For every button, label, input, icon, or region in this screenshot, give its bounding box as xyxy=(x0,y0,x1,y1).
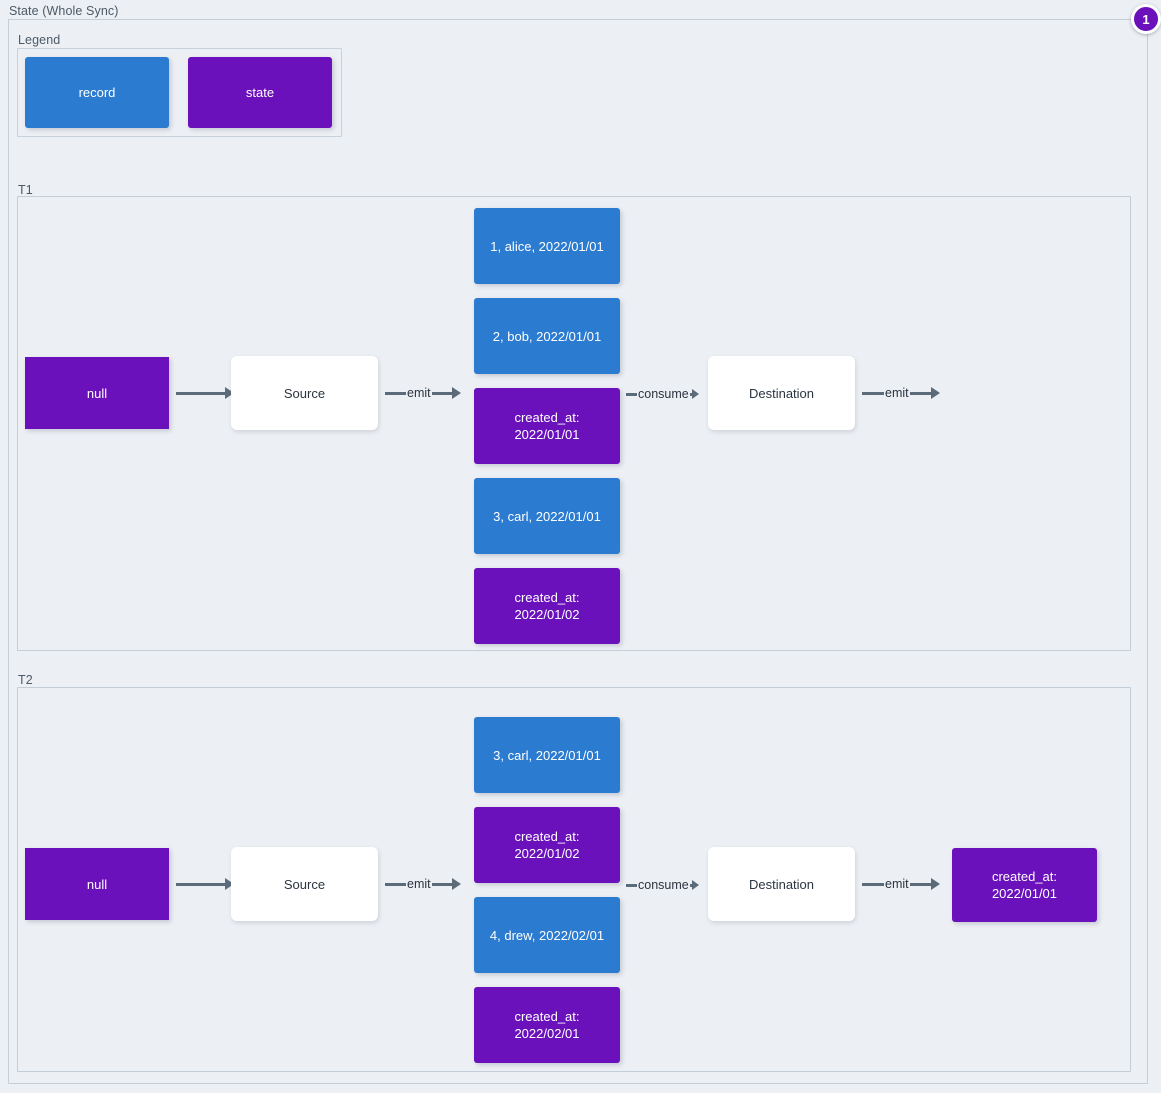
legend-frame xyxy=(17,48,342,137)
t1-start-state: null xyxy=(25,357,169,429)
page-title: State (Whole Sync) xyxy=(9,4,119,18)
t1-arrow-emit-destination: emit xyxy=(862,385,940,401)
t1-stream-item-2: created_at: 2022/01/01 xyxy=(474,388,620,464)
t2-consume-label: consume xyxy=(638,878,689,892)
t2-arrow-consume: consume xyxy=(626,877,699,893)
legend-title: Legend xyxy=(18,33,61,47)
outer-frame xyxy=(8,19,1148,1084)
t2-source: Source xyxy=(231,847,378,921)
t1-arrow-consume: consume xyxy=(626,386,699,402)
t2-stream-item-1: created_at: 2022/01/02 xyxy=(474,807,620,883)
t1-emit-label-2: emit xyxy=(885,386,909,400)
legend-swatch-state: state xyxy=(188,57,332,128)
group-label-t1: T1 xyxy=(18,183,33,197)
t2-emit-label-2: emit xyxy=(885,877,909,891)
t2-destination: Destination xyxy=(708,847,855,921)
t2-start-state: null xyxy=(25,848,169,920)
t2-end-state: created_at: 2022/01/01 xyxy=(952,848,1097,922)
t1-stream-item-1: 2, bob, 2022/01/01 xyxy=(474,298,620,374)
t2-emit-label-1: emit xyxy=(407,877,431,891)
t2-stream-item-3: created_at: 2022/02/01 xyxy=(474,987,620,1063)
legend-swatch-record: record xyxy=(25,57,169,128)
t1-stream-item-4: created_at: 2022/01/02 xyxy=(474,568,620,644)
t1-stream-item-3: 3, carl, 2022/01/01 xyxy=(474,478,620,554)
group-label-t2: T2 xyxy=(18,673,33,687)
t1-arrow-emit-source: emit xyxy=(385,385,461,401)
t1-arrow-state-to-source xyxy=(176,385,234,401)
status-badge[interactable]: 1 xyxy=(1131,4,1161,34)
t2-arrow-state-to-source xyxy=(176,876,234,892)
t1-emit-label-1: emit xyxy=(407,386,431,400)
t1-destination: Destination xyxy=(708,356,855,430)
t1-consume-label: consume xyxy=(638,387,689,401)
t2-arrow-emit-source: emit xyxy=(385,876,461,892)
group-frame-t1 xyxy=(17,196,1131,651)
group-frame-t2 xyxy=(17,687,1131,1072)
t2-arrow-emit-destination: emit xyxy=(862,876,940,892)
t2-stream-item-2: 4, drew, 2022/02/01 xyxy=(474,897,620,973)
t1-stream-item-0: 1, alice, 2022/01/01 xyxy=(474,208,620,284)
t1-source: Source xyxy=(231,356,378,430)
t2-stream-item-0: 3, carl, 2022/01/01 xyxy=(474,717,620,793)
